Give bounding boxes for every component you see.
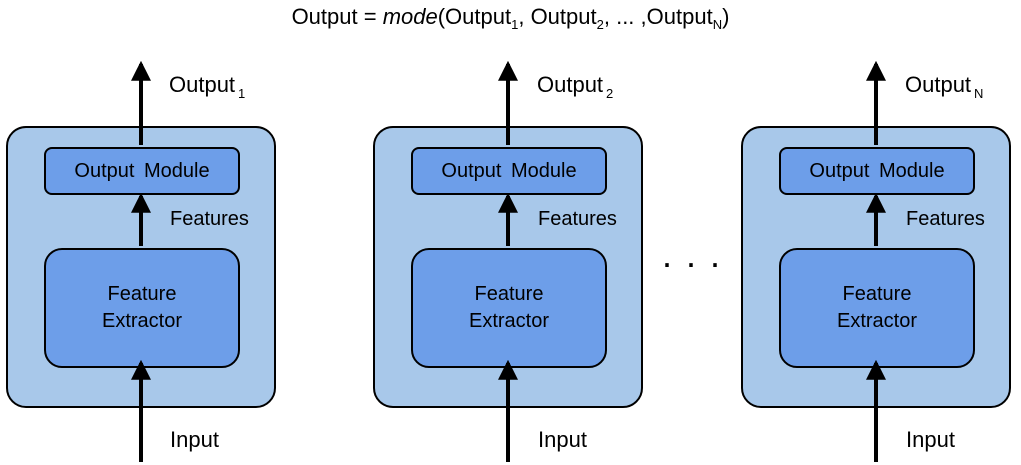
output-module-label-2: Output Module <box>441 159 577 182</box>
extractor-line1-1: Feature <box>107 283 177 305</box>
output-label-text-2: Output <box>537 72 604 97</box>
extractor-line2-1: Extractor <box>101 310 183 332</box>
output-module-label-1: Output Module <box>74 159 210 182</box>
output-module-label-n: Output Module <box>809 159 945 182</box>
formula-mid-1: , Output <box>518 4 597 29</box>
formula-sub-2: 2 <box>596 17 604 32</box>
formula-function: mode <box>382 4 438 29</box>
features-label-1: Features <box>170 208 249 230</box>
features-label-2: Features <box>538 208 617 230</box>
output-module-1: Output Module <box>44 147 240 195</box>
input-label-2: Input <box>538 427 587 452</box>
model-box-2: Output Module Feature Extractor <box>373 126 643 408</box>
formula-open: (Output <box>437 4 512 29</box>
ellipsis: ... <box>662 234 735 275</box>
formula-close: ) <box>722 4 730 29</box>
formula-mid-2: , ... ,Output <box>603 4 713 29</box>
model-box-1: Output Module Feature Extractor <box>6 126 276 408</box>
formula-sub-n: N <box>712 17 723 32</box>
output-module-2: Output Module <box>411 147 607 195</box>
model-box-n: Output Module Feature Extractor <box>741 126 1011 408</box>
extractor-line1-n: Feature <box>842 283 912 305</box>
input-label-1: Input <box>170 427 219 452</box>
input-label-n: Input <box>906 427 955 452</box>
feature-extractor-n: Feature Extractor <box>779 248 975 368</box>
output-label-sub-1: 1 <box>238 86 246 101</box>
features-label-n: Features <box>906 208 985 230</box>
extractor-line1-2: Feature <box>474 283 544 305</box>
output-label-sub-2: 2 <box>606 86 614 101</box>
output-label-text-1: Output <box>169 72 236 97</box>
feature-extractor-1: Feature Extractor <box>44 248 240 368</box>
formula-sub-1: 1 <box>511 17 519 32</box>
extractor-line2-2: Extractor <box>468 310 550 332</box>
output-module-n: Output Module <box>779 147 975 195</box>
feature-extractor-2: Feature Extractor <box>411 248 607 368</box>
formula-lhs: Output = <box>291 4 383 29</box>
extractor-line2-n: Extractor <box>836 310 918 332</box>
output-label-sub-n: N <box>974 86 984 101</box>
ensemble-formula: Output = mode(Output1, Output2, ... ,Out… <box>0 4 1021 32</box>
output-label-text-n: Output <box>905 72 972 97</box>
